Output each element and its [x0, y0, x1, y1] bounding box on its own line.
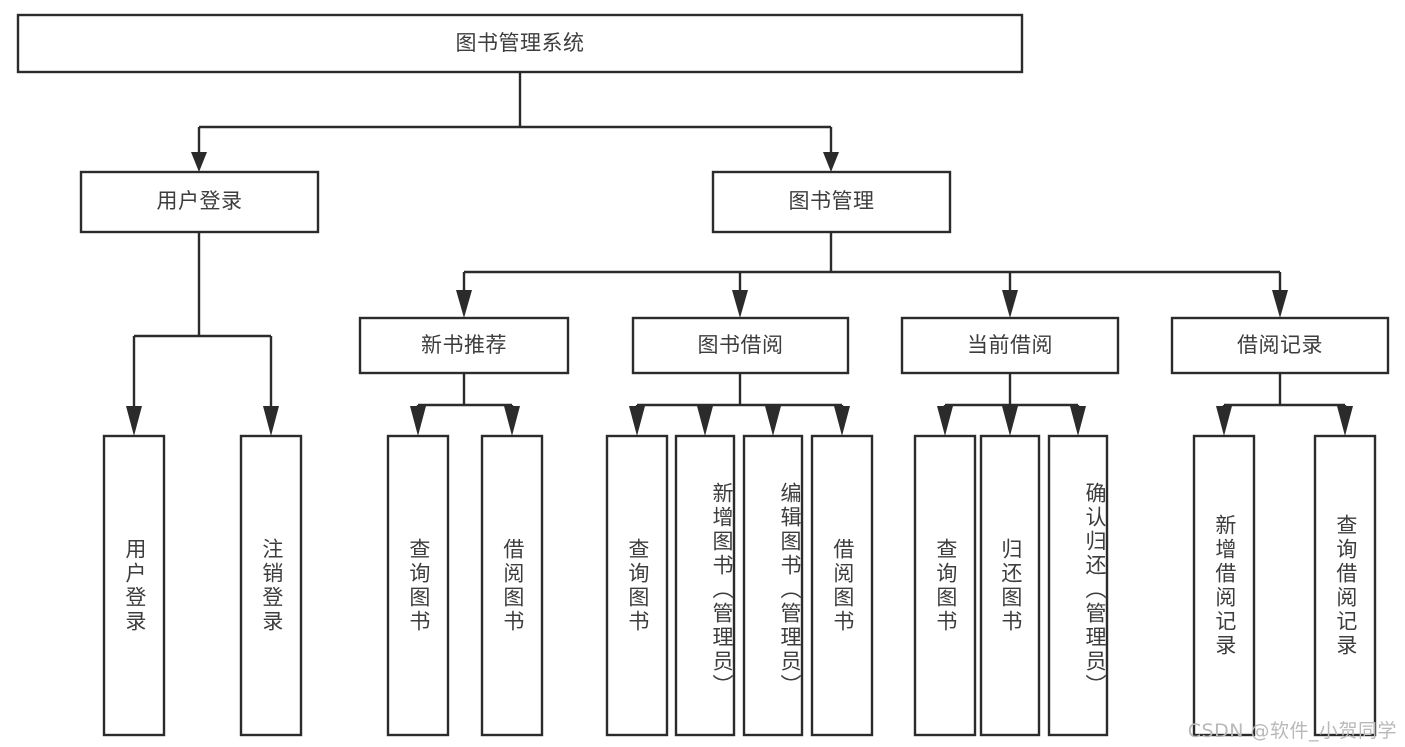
node-box-leaf-edit-book[interactable] — [742, 434, 804, 737]
arrow-head-leaf-add-book — [697, 406, 713, 436]
connector-book-manage-to-level2 — [462, 232, 1282, 296]
arrow-head-level2-current-borrow — [1002, 290, 1018, 318]
node-box-user-login[interactable] — [79, 170, 320, 234]
arrow-head-level1-user-login — [191, 152, 207, 172]
node-box-root[interactable] — [16, 13, 1024, 74]
arrow-head-leaf-borrow-book-1 — [504, 406, 520, 436]
node-box-leaf-query-book-3[interactable] — [913, 434, 977, 737]
arrow-head-level2-book-borrow — [732, 290, 748, 318]
arrow-head-leaf-query-book-2 — [629, 406, 645, 436]
node-box-leaf-borrow-book-1[interactable] — [480, 434, 544, 737]
node-box-leaf-query-book-2[interactable] — [605, 434, 669, 737]
arrow-head-leaf-edit-book — [765, 406, 781, 436]
connector-new-book-to-leaves — [416, 373, 514, 412]
node-box-leaf-user-login[interactable] — [102, 434, 166, 737]
node-box-leaf-query-record[interactable] — [1313, 434, 1377, 737]
connector-user-login-to-leaves — [132, 232, 273, 412]
node-box-leaf-logout[interactable] — [239, 434, 303, 737]
node-box-leaf-return-book[interactable] — [979, 434, 1041, 737]
node-box-leaf-add-record[interactable] — [1192, 434, 1256, 737]
arrow-head-leaf-borrow-book-2 — [834, 406, 850, 436]
arrow-head-level1-book-manage — [823, 152, 839, 172]
node-box-leaf-add-book[interactable] — [674, 434, 736, 737]
node-box-new-book-recommend[interactable] — [358, 316, 570, 375]
arrow-head-leaf-confirm-return — [1070, 406, 1086, 436]
arrow-head-leaf-query-book-1 — [410, 406, 426, 436]
arrow-head-leaf-query-record — [1337, 406, 1353, 436]
connector-book-borrow-to-leaves — [635, 373, 844, 412]
connector-root-to-level1 — [197, 72, 833, 158]
arrow-head-leaf-logout — [263, 406, 279, 436]
node-box-current-borrow[interactable] — [900, 316, 1120, 375]
node-box-leaf-confirm-return[interactable] — [1047, 434, 1109, 737]
connector-borrow-record-to-leaves — [1222, 373, 1347, 412]
node-box-borrow-record[interactable] — [1170, 316, 1390, 375]
arrow-head-level2-new-book — [456, 290, 472, 318]
arrow-head-leaf-query-book-3 — [937, 406, 953, 436]
node-box-leaf-borrow-book-2[interactable] — [810, 434, 874, 737]
arrow-head-leaf-add-record — [1216, 406, 1232, 436]
node-box-book-manage[interactable] — [711, 170, 952, 234]
arrow-head-leaf-user-login — [126, 406, 142, 436]
node-box-leaf-query-book-1[interactable] — [386, 434, 450, 737]
arrow-head-level2-borrow-record — [1272, 290, 1288, 318]
node-box-book-borrow[interactable] — [631, 316, 850, 375]
arrow-head-leaf-return-book — [1002, 406, 1018, 436]
